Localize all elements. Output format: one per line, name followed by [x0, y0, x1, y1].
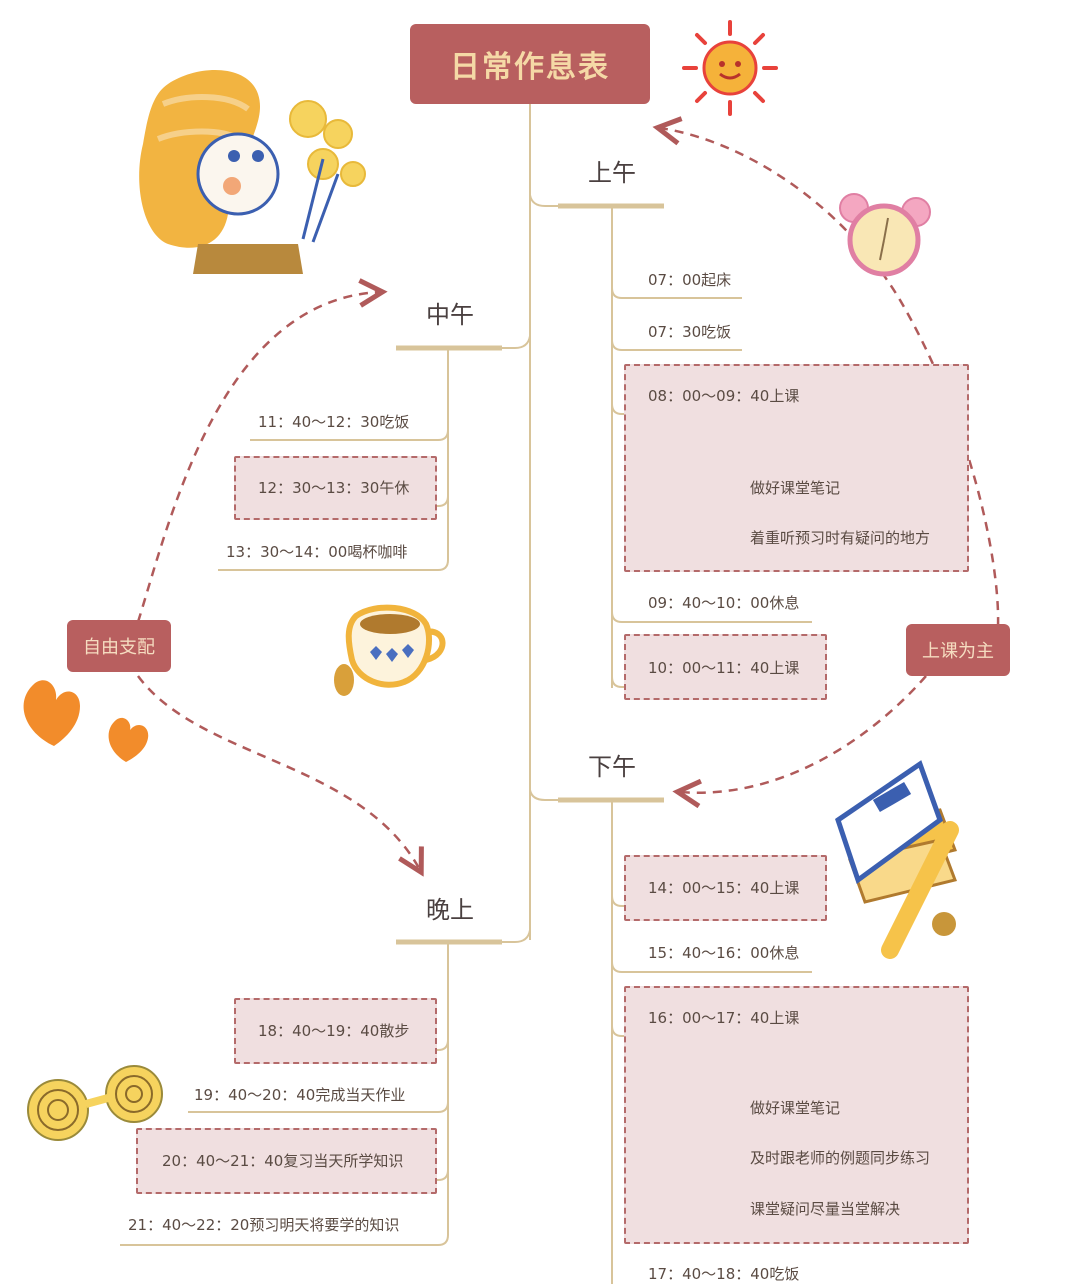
schedule-item: 07：30吃饭	[648, 323, 732, 341]
section-noon: 中午	[426, 301, 474, 329]
highlight-box-afternoon-class-2	[624, 986, 969, 1244]
tag-free-time: 自由支配	[67, 620, 171, 672]
hearts-icon	[23, 680, 149, 762]
mind-map-title: 日常作息表	[410, 24, 650, 104]
schedule-item: 15：40～16：00休息	[648, 944, 800, 962]
schedule-item: 14：00～15：40上课	[648, 879, 800, 897]
schedule-item: 21：40～22：20预习明天将要学的知识	[128, 1216, 400, 1234]
schedule-item: 12：30～13：30午休	[258, 479, 410, 497]
schedule-sub-item: 做好课堂笔记	[750, 479, 841, 497]
glasses-icon	[27, 1065, 163, 1141]
girl-with-flowers-illustration	[139, 70, 366, 274]
alarm-clock-icon	[839, 193, 931, 277]
highlight-box-morning-class-2	[624, 634, 827, 700]
arrow-free-to-noon	[136, 292, 380, 623]
schedule-item: 18：40～19：40散步	[258, 1022, 410, 1040]
section-afternoon: 下午	[588, 753, 636, 781]
arrow-class-to-morning	[660, 128, 1000, 627]
highlight-box-nap	[234, 456, 437, 520]
highlight-box-afternoon-class-1	[624, 855, 827, 921]
arrow-free-to-evening	[136, 675, 420, 870]
schedule-item: 07：00起床	[648, 271, 732, 289]
schedule-item: 13：30～14：00喝杯咖啡	[226, 543, 408, 561]
highlight-box-morning-class-1	[624, 364, 969, 572]
schedule-item: 19：40～20：40完成当天作业	[194, 1086, 406, 1104]
schedule-item: 11：40～12：30吃饭	[258, 413, 410, 431]
section-morning: 上午	[588, 159, 636, 187]
schedule-item: 09：40～10：00休息	[648, 594, 800, 612]
highlight-box-review	[136, 1128, 437, 1194]
coffee-cup-icon	[334, 604, 446, 696]
schedule-sub-item: 做好课堂笔记	[750, 1099, 841, 1117]
schedule-item: 20：40～21：40复习当天所学知识	[162, 1152, 404, 1170]
schedule-sub-item: 及时跟老师的例题同步练习	[750, 1149, 931, 1167]
schedule-item: 16：00～17：40上课	[648, 1009, 800, 1027]
schedule-item: 17：40～18：40吃饭	[648, 1265, 800, 1283]
sun-icon	[682, 20, 778, 116]
highlight-box-walk	[234, 998, 437, 1064]
arrow-class-to-afternoon	[680, 675, 927, 793]
schedule-item: 10：00～11：40上课	[648, 659, 800, 677]
books-icon	[835, 760, 959, 959]
schedule-sub-item: 着重听预习时有疑问的地方	[750, 529, 931, 547]
section-evening: 晚上	[426, 896, 474, 924]
schedule-item: 08：00～09：40上课	[648, 387, 800, 405]
schedule-sub-item: 课堂疑问尽量当堂解决	[750, 1200, 901, 1218]
tag-class-focus: 上课为主	[906, 624, 1010, 676]
